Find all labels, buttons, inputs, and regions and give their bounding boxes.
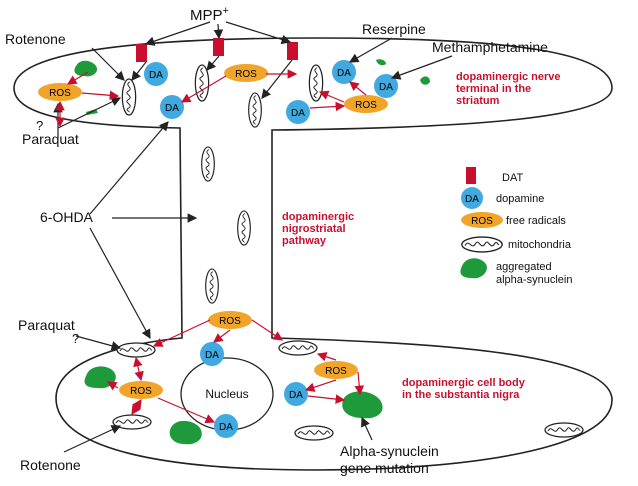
legend-synuclein-icon	[460, 258, 487, 279]
body-label-line2: in the substantia nigra	[402, 389, 520, 401]
ros-chip: ROS	[38, 83, 82, 101]
legend-synuclein-label-line2: alpha-synuclein	[496, 274, 572, 286]
svg-text:ROS: ROS	[355, 100, 377, 111]
rotenone-top-label: Rotenone	[5, 31, 66, 47]
neuron-outline	[13, 37, 613, 471]
body-label-line1: dopaminergic cell body	[402, 377, 526, 389]
svg-text:DA: DA	[337, 68, 351, 79]
legend-ros-label: free radicals	[506, 215, 566, 227]
paraquat-bottom-label: Paraquat	[18, 317, 75, 333]
da-chip: DA	[160, 95, 184, 119]
legend-dopamine-label: dopamine	[496, 193, 544, 205]
da-chip: DA	[144, 62, 168, 86]
terminal-label-line1: dopaminergic nerve	[456, 71, 561, 83]
legend-ros-swatch: ROS	[461, 212, 503, 228]
terminal-label-line3: striatum	[456, 95, 500, 107]
mitochondrion-icon	[116, 342, 156, 358]
svg-text:ROS: ROS	[471, 216, 493, 227]
mitochondrion-icon	[544, 422, 584, 438]
mutation-label-line1: Alpha-synuclein	[340, 443, 439, 459]
ros-chip: ROS	[208, 311, 252, 329]
mpp-label: MPP+	[190, 5, 229, 24]
legend-mitochondria-icon	[461, 236, 503, 253]
da-chip: DA	[374, 74, 398, 98]
mutation-label-line2: gene mutation	[340, 460, 429, 476]
legend-dopamine-swatch: DA	[461, 187, 483, 209]
reserpine-label: Reserpine	[362, 21, 426, 37]
methamphetamine-label: Methamphetamine	[432, 39, 548, 55]
mitochondrion-icon	[294, 425, 334, 441]
svg-text:DA: DA	[379, 82, 393, 93]
dat-transporter	[136, 44, 147, 62]
ros-chip: ROS	[344, 95, 388, 113]
pathway-label-line1: dopaminergic	[282, 211, 354, 223]
ohda-label: 6-OHDA	[40, 209, 94, 225]
mitochondrion-icon	[205, 268, 219, 304]
da-chip: DA	[214, 414, 238, 438]
mitochondrion-icon	[278, 340, 318, 356]
synuclein-aggregate-icon	[376, 59, 386, 66]
nucleus-label: Nucleus	[205, 387, 248, 401]
terminal-label-line2: terminal in the	[456, 83, 531, 95]
dat-transporter	[287, 42, 298, 60]
synuclein-aggregate-icon	[342, 391, 383, 419]
pathway-label-line3: pathway	[282, 235, 327, 247]
svg-text:ROS: ROS	[130, 386, 152, 397]
da-chip: DA	[332, 60, 356, 84]
svg-text:ROS: ROS	[325, 366, 347, 377]
mitochondrion-icon	[248, 92, 262, 128]
svg-text:DA: DA	[149, 70, 163, 81]
svg-text:DA: DA	[205, 350, 219, 361]
pathway-label-line2: nigrostriatal	[282, 223, 346, 235]
svg-text:DA: DA	[219, 422, 233, 433]
ros-chip: ROS	[224, 64, 268, 82]
legend-dat-swatch	[466, 167, 476, 184]
svg-text:DA: DA	[465, 194, 479, 205]
svg-text:ROS: ROS	[219, 316, 241, 327]
ros-chip: ROS	[119, 381, 163, 399]
ros-chip: ROS	[314, 361, 358, 379]
legend-mitochondria-label: mitochondria	[508, 239, 572, 251]
svg-text:ROS: ROS	[235, 69, 257, 80]
svg-text:ROS: ROS	[49, 88, 71, 99]
synuclein-aggregate-icon	[420, 76, 430, 85]
dat-transporter	[213, 38, 224, 56]
mitochondrion-icon	[121, 78, 137, 116]
mitochondrion-icon	[201, 146, 215, 182]
svg-text:DA: DA	[289, 390, 303, 401]
da-chip: DA	[286, 100, 310, 124]
svg-text:DA: DA	[291, 108, 305, 119]
legend-synuclein-label-line1: aggregated	[496, 261, 552, 273]
paraquat-top-label: Paraquat	[22, 131, 79, 147]
svg-text:DA: DA	[165, 103, 179, 114]
mitochondrion-icon	[308, 64, 324, 102]
da-chip: DA	[200, 342, 224, 366]
synuclein-aggregate-icon	[169, 420, 202, 445]
mitochondrion-icon	[194, 64, 210, 102]
ros-arrows	[55, 69, 367, 424]
legend-dat-label: DAT	[502, 172, 523, 184]
q-bottom-label: ?	[72, 331, 79, 346]
synuclein-aggregate-icon	[74, 60, 98, 77]
mitochondrion-icon	[237, 210, 251, 246]
q-top-label: ?	[36, 118, 43, 133]
da-chip: DA	[284, 382, 308, 406]
rotenone-bottom-label: Rotenone	[20, 457, 81, 473]
